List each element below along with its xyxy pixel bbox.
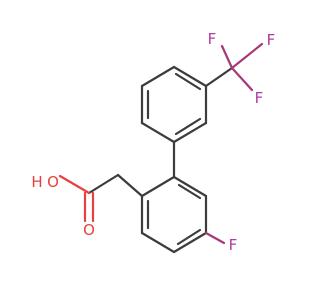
fluorine-label: F bbox=[208, 30, 217, 48]
bond bbox=[87, 173, 120, 195]
bond bbox=[140, 175, 176, 198]
bond bbox=[116, 173, 144, 198]
molecule-svg: F F F F H O O bbox=[31, 30, 276, 254]
bond bbox=[58, 174, 91, 195]
double-bond bbox=[174, 117, 202, 136]
bond bbox=[140, 121, 176, 144]
hydrogen-label: H bbox=[31, 173, 42, 191]
bond bbox=[204, 66, 234, 88]
fluorine-label: F bbox=[255, 89, 264, 107]
bond bbox=[172, 175, 208, 198]
bond bbox=[140, 231, 176, 254]
oxygen-label: O bbox=[47, 173, 59, 191]
oxygen-label: O bbox=[83, 221, 95, 239]
bond bbox=[140, 65, 176, 88]
fluorine-label: F bbox=[229, 236, 238, 254]
bond bbox=[230, 42, 264, 70]
bond bbox=[172, 231, 208, 254]
bond bbox=[230, 66, 254, 92]
bond bbox=[172, 121, 208, 144]
double-bond bbox=[176, 228, 202, 246]
double-bond bbox=[174, 72, 202, 91]
fluorine-label: F bbox=[267, 31, 276, 49]
double-bond bbox=[177, 183, 202, 200]
bond bbox=[172, 65, 208, 88]
bond bbox=[204, 231, 226, 245]
structure-diagram: F F F F H O O bbox=[31, 30, 276, 254]
bond bbox=[220, 44, 234, 70]
